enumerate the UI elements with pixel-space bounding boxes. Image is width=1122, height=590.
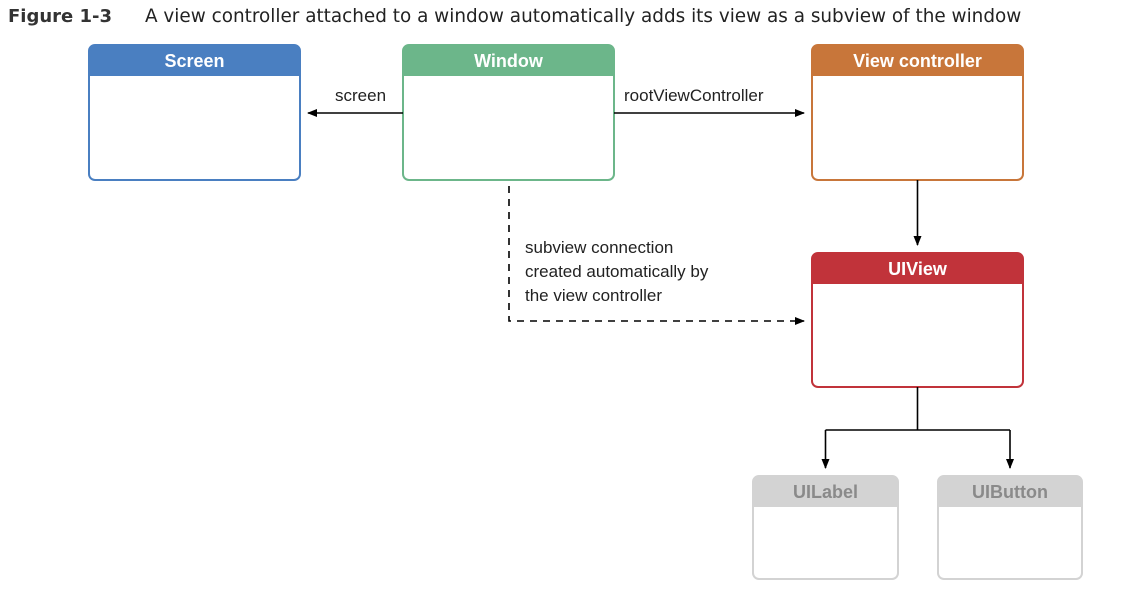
uilabel-box-header bbox=[753, 476, 898, 507]
subview-note-line1: subview connection bbox=[525, 238, 673, 257]
subview-note-line2: created automatically by bbox=[525, 262, 709, 281]
uiview-box: UIView bbox=[811, 252, 1024, 388]
screen-box-header bbox=[89, 45, 300, 76]
uibutton-box-header bbox=[938, 476, 1082, 507]
root-view-controller-edge-label: rootViewController bbox=[624, 86, 764, 105]
screen-box-title: Screen bbox=[164, 51, 224, 71]
screen-box: Screen bbox=[88, 44, 301, 181]
view-controller-box-title: View controller bbox=[853, 51, 982, 71]
uibutton-box-title: UIButton bbox=[972, 482, 1048, 502]
screen-edge-label: screen bbox=[335, 86, 386, 105]
uilabel-box: UILabel bbox=[752, 475, 899, 580]
figure-number: Figure 1-3 bbox=[8, 5, 113, 27]
figure-caption: Figure 1-3 A view controller attached to… bbox=[8, 2, 1021, 30]
uilabel-box-title: UILabel bbox=[793, 482, 858, 502]
window-box-header bbox=[403, 45, 614, 76]
window-box: Window bbox=[402, 44, 615, 181]
figure-title: A view controller attached to a window a… bbox=[145, 5, 1022, 27]
subview-connection-dashed-arrow bbox=[508, 186, 805, 325]
uibutton-box: UIButton bbox=[937, 475, 1083, 580]
uiview-box-title: UIView bbox=[888, 259, 948, 279]
view-controller-box: View controller bbox=[811, 44, 1024, 181]
subview-note-line3: the view controller bbox=[525, 286, 662, 305]
uiview-box-header bbox=[812, 253, 1023, 284]
window-box-title: Window bbox=[474, 51, 544, 71]
view-controller-box-header bbox=[812, 45, 1023, 76]
